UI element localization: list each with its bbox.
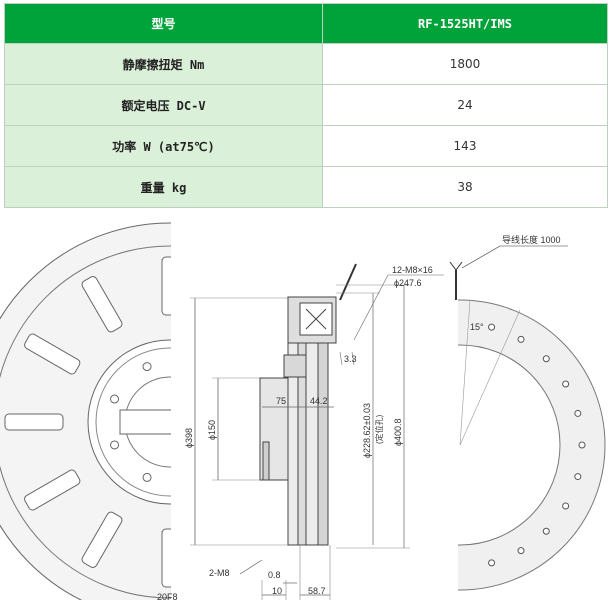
dim-75-label: 75: [276, 396, 286, 406]
tap-label: 2-M8: [209, 568, 230, 578]
dim-58-7-label: 58.7: [308, 586, 326, 596]
coil-slot: [24, 469, 81, 511]
spec-value: 24: [322, 84, 608, 126]
spec-label: 重量 kg: [4, 166, 323, 208]
spec-table: 型号 RF-1525HT/IMS 静摩擦扭矩 Nm 1800 额定电压 DC-V…: [4, 3, 608, 208]
spec-label: 额定电压 DC-V: [4, 84, 323, 126]
coil-slot: [217, 511, 260, 569]
spec-row-voltage: 额定电压 DC-V 24: [4, 84, 608, 126]
bolt-hole: [221, 441, 229, 449]
mounting-holes: [488, 323, 586, 567]
coil-slot: [161, 528, 171, 588]
bolt-hole: [189, 473, 197, 481]
header-model: 型号: [4, 3, 323, 44]
bolt-hole: [142, 362, 152, 372]
bolt-hole: [221, 395, 229, 403]
mounting-hole: [488, 323, 496, 331]
mounting-hole: [488, 559, 496, 567]
coil-slot: [24, 333, 81, 375]
rear-view: [458, 299, 606, 591]
front-view: [0, 222, 260, 600]
dim-228-label: ϕ228.62±0.03: [362, 403, 372, 458]
spec-row-torque: 静摩擦扭矩 Nm 1800: [4, 43, 608, 85]
bolt-hole: [189, 363, 197, 371]
dim-228-note: (定位孔): [374, 414, 384, 444]
bore-label: 20F8: [157, 592, 178, 602]
bolts-label: 12-M8×16: [392, 265, 433, 275]
bolt-hole: [110, 394, 120, 404]
mounting-hole: [517, 547, 525, 555]
coil-slot: [161, 256, 171, 316]
coil-slot: [81, 511, 123, 568]
spec-header-row: 型号 RF-1525HT/IMS: [4, 3, 608, 44]
mounting-hole: [578, 441, 586, 449]
angle-label: 15°: [470, 322, 484, 332]
side-view: [190, 263, 444, 600]
coil-slot: [81, 276, 123, 333]
mounting-hole: [574, 409, 582, 417]
spec-value: 1800: [322, 43, 608, 85]
dim-44-2-label: 44.2: [310, 396, 328, 406]
dim-10-label: 10: [272, 586, 282, 596]
coil-slot: [217, 275, 260, 333]
spec-value: 143: [322, 125, 608, 167]
bolt-hole: [110, 440, 120, 450]
mounting-hole: [562, 380, 570, 388]
mounting-hole: [574, 473, 582, 481]
mounting-hole: [542, 355, 550, 363]
bolt-circle-label: ϕ247.6: [394, 278, 422, 288]
mounting-hole: [542, 527, 550, 535]
lead-wire: [449, 245, 568, 300]
header-model-number: RF-1525HT/IMS: [322, 3, 608, 44]
mounting-hole: [517, 335, 525, 343]
coil-slots: [4, 256, 260, 588]
dim-0-8-label: 0.8: [268, 570, 281, 580]
bolt-hole: [142, 472, 152, 482]
coil-slot: [4, 413, 64, 431]
spec-row-power: 功率 W (at75℃) 143: [4, 125, 608, 167]
mounting-hole: [562, 502, 570, 510]
bolt-holes: [110, 362, 229, 482]
lead-wire-label: 导线长度 1000: [502, 234, 561, 245]
spec-row-weight: 重量 kg 38: [4, 166, 608, 208]
gap-label: 3.3: [344, 354, 357, 364]
dim-150-label: ϕ150: [207, 420, 217, 440]
dim-400-8-label: ϕ400.8: [393, 418, 403, 446]
spec-label: 功率 W (at75℃): [4, 125, 323, 167]
dim-398-label: ϕ398: [184, 428, 194, 448]
spec-value: 38: [322, 166, 608, 208]
